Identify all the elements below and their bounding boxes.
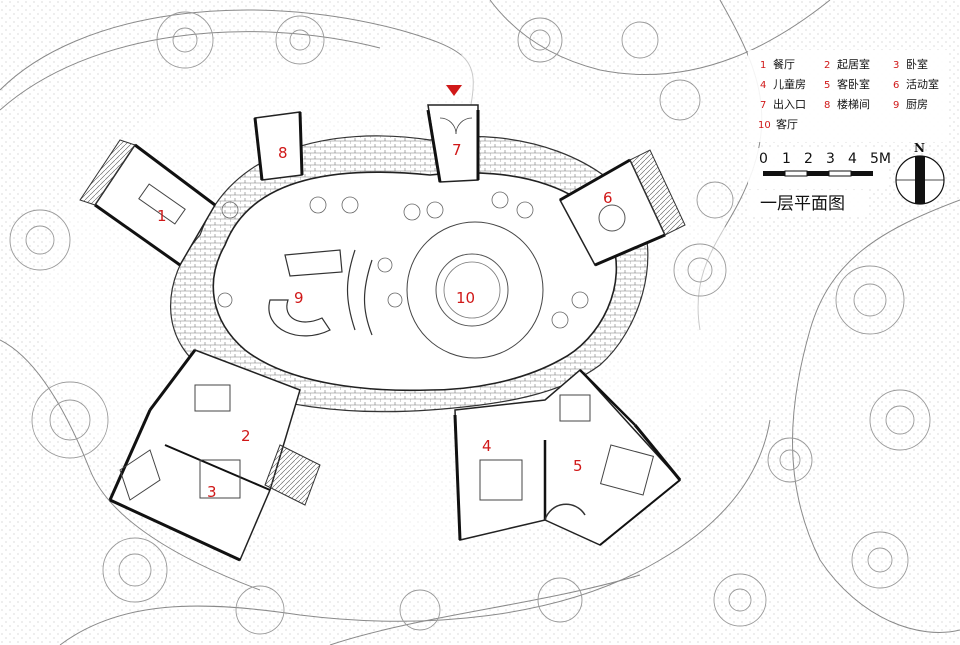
scale-tick-1: 1	[782, 151, 791, 167]
legend-num-2: 2	[824, 60, 830, 71]
wing-activity	[558, 149, 686, 267]
scale-bar: 0 1 2 3 4 5M	[748, 148, 891, 188]
legend-num-10: 10	[758, 120, 771, 131]
legend-num-7: 7	[760, 100, 766, 111]
wing-children-guest	[453, 368, 682, 546]
legend-num-5: 5	[824, 80, 830, 91]
legend-num-4: 4	[760, 80, 766, 91]
legend-name-7: 出入口	[773, 97, 806, 111]
room-label-1: 1	[157, 207, 167, 225]
room-label-6: 6	[603, 189, 613, 207]
legend: 1 餐厅 2 起居室 3 卧室 4 儿童房 5 客卧室 6 活动室 7 出入口 …	[748, 50, 948, 142]
legend-name-3: 卧室	[906, 57, 928, 71]
wing-stair	[253, 111, 304, 181]
legend-name-10: 客厅	[776, 117, 798, 131]
north-label: N	[914, 141, 925, 155]
building-plan	[79, 104, 686, 562]
scale-tick-4: 4	[848, 151, 857, 167]
scale-tick-5: 5M	[870, 151, 891, 167]
room-label-9: 9	[294, 289, 304, 307]
room-labels: 1 2 3 4 5 6 7 8 9 10	[157, 141, 613, 501]
legend-num-3: 3	[893, 60, 899, 71]
scale-tick-0: 0	[759, 151, 768, 167]
legend-num-1: 1	[760, 60, 766, 71]
plan-title: 一层平面图	[760, 194, 845, 214]
legend-name-5: 客卧室	[837, 77, 870, 91]
legend-num-8: 8	[824, 100, 830, 111]
living-circle	[406, 221, 544, 359]
legend-name-8: 楼梯间	[837, 97, 870, 111]
scale-tick-2: 2	[804, 151, 813, 167]
room-label-2: 2	[241, 427, 251, 445]
entrance-arrow-icon	[446, 85, 462, 96]
kitchen-counter	[268, 249, 373, 337]
room-label-5: 5	[573, 457, 583, 475]
room-label-8: 8	[278, 144, 288, 162]
legend-name-1: 餐厅	[773, 57, 795, 71]
room-label-10: 10	[456, 289, 475, 307]
room-label-4: 4	[482, 437, 492, 455]
scale-tick-3: 3	[826, 151, 835, 167]
legend-num-9: 9	[893, 100, 899, 111]
legend-name-6: 活动室	[906, 77, 939, 91]
legend-name-2: 起居室	[837, 57, 870, 71]
north-arrow-icon: N	[895, 141, 945, 205]
room-label-3: 3	[207, 483, 217, 501]
legend-name-9: 厨房	[906, 98, 928, 111]
legend-name-4: 儿童房	[773, 77, 806, 91]
legend-num-6: 6	[893, 80, 899, 91]
wing-dining	[79, 139, 216, 267]
wing-living-bedroom	[108, 349, 321, 562]
room-label-7: 7	[452, 141, 462, 159]
wing-entrance	[426, 104, 480, 183]
